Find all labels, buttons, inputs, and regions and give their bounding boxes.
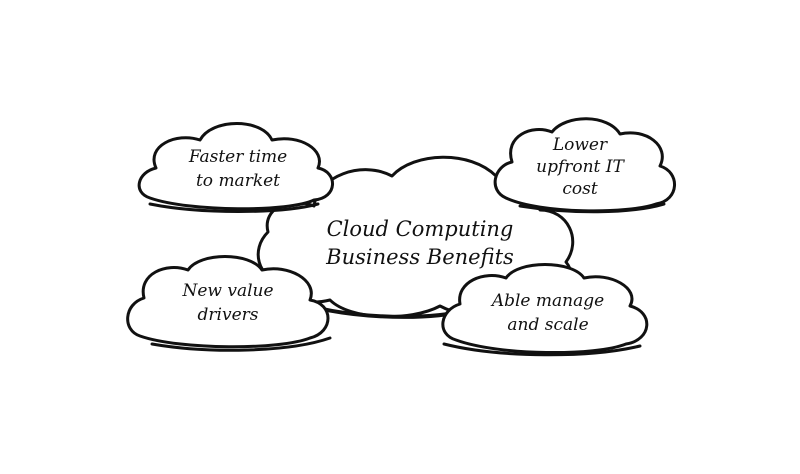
cloud-able-manage-shadow bbox=[442, 342, 642, 357]
cloud-faster-time-shape bbox=[137, 122, 334, 211]
cloud-able-manage: Able manage and scale bbox=[441, 263, 649, 357]
lower-line2: upfront IT bbox=[536, 157, 625, 177]
center-title-line1: Cloud Computing bbox=[327, 217, 514, 241]
cloud-lower-upfront: Lower upfront IT cost bbox=[493, 117, 676, 214]
cloud-lower-upfront-shadow bbox=[518, 202, 666, 214]
lower-line3: cost bbox=[562, 179, 597, 199]
cloud-faster-time: Faster time to market bbox=[137, 122, 334, 213]
lower-line1: Lower bbox=[552, 135, 608, 155]
cloud-able-manage-shape bbox=[441, 263, 649, 355]
cloud-new-value-shadow bbox=[150, 336, 332, 352]
new-value-line1: New value bbox=[181, 281, 273, 301]
center-title-line2: Business Benefits bbox=[325, 245, 514, 269]
cloud-new-value: New value drivers bbox=[126, 255, 332, 352]
able-line1: Able manage bbox=[490, 291, 604, 311]
faster-line2: to market bbox=[196, 171, 280, 191]
cloud-faster-time-shadow bbox=[148, 202, 320, 213]
new-value-line2: drivers bbox=[198, 305, 259, 325]
faster-line1: Faster time bbox=[188, 147, 287, 167]
cloud-new-value-shape bbox=[126, 255, 330, 349]
able-line2: and scale bbox=[507, 315, 588, 335]
